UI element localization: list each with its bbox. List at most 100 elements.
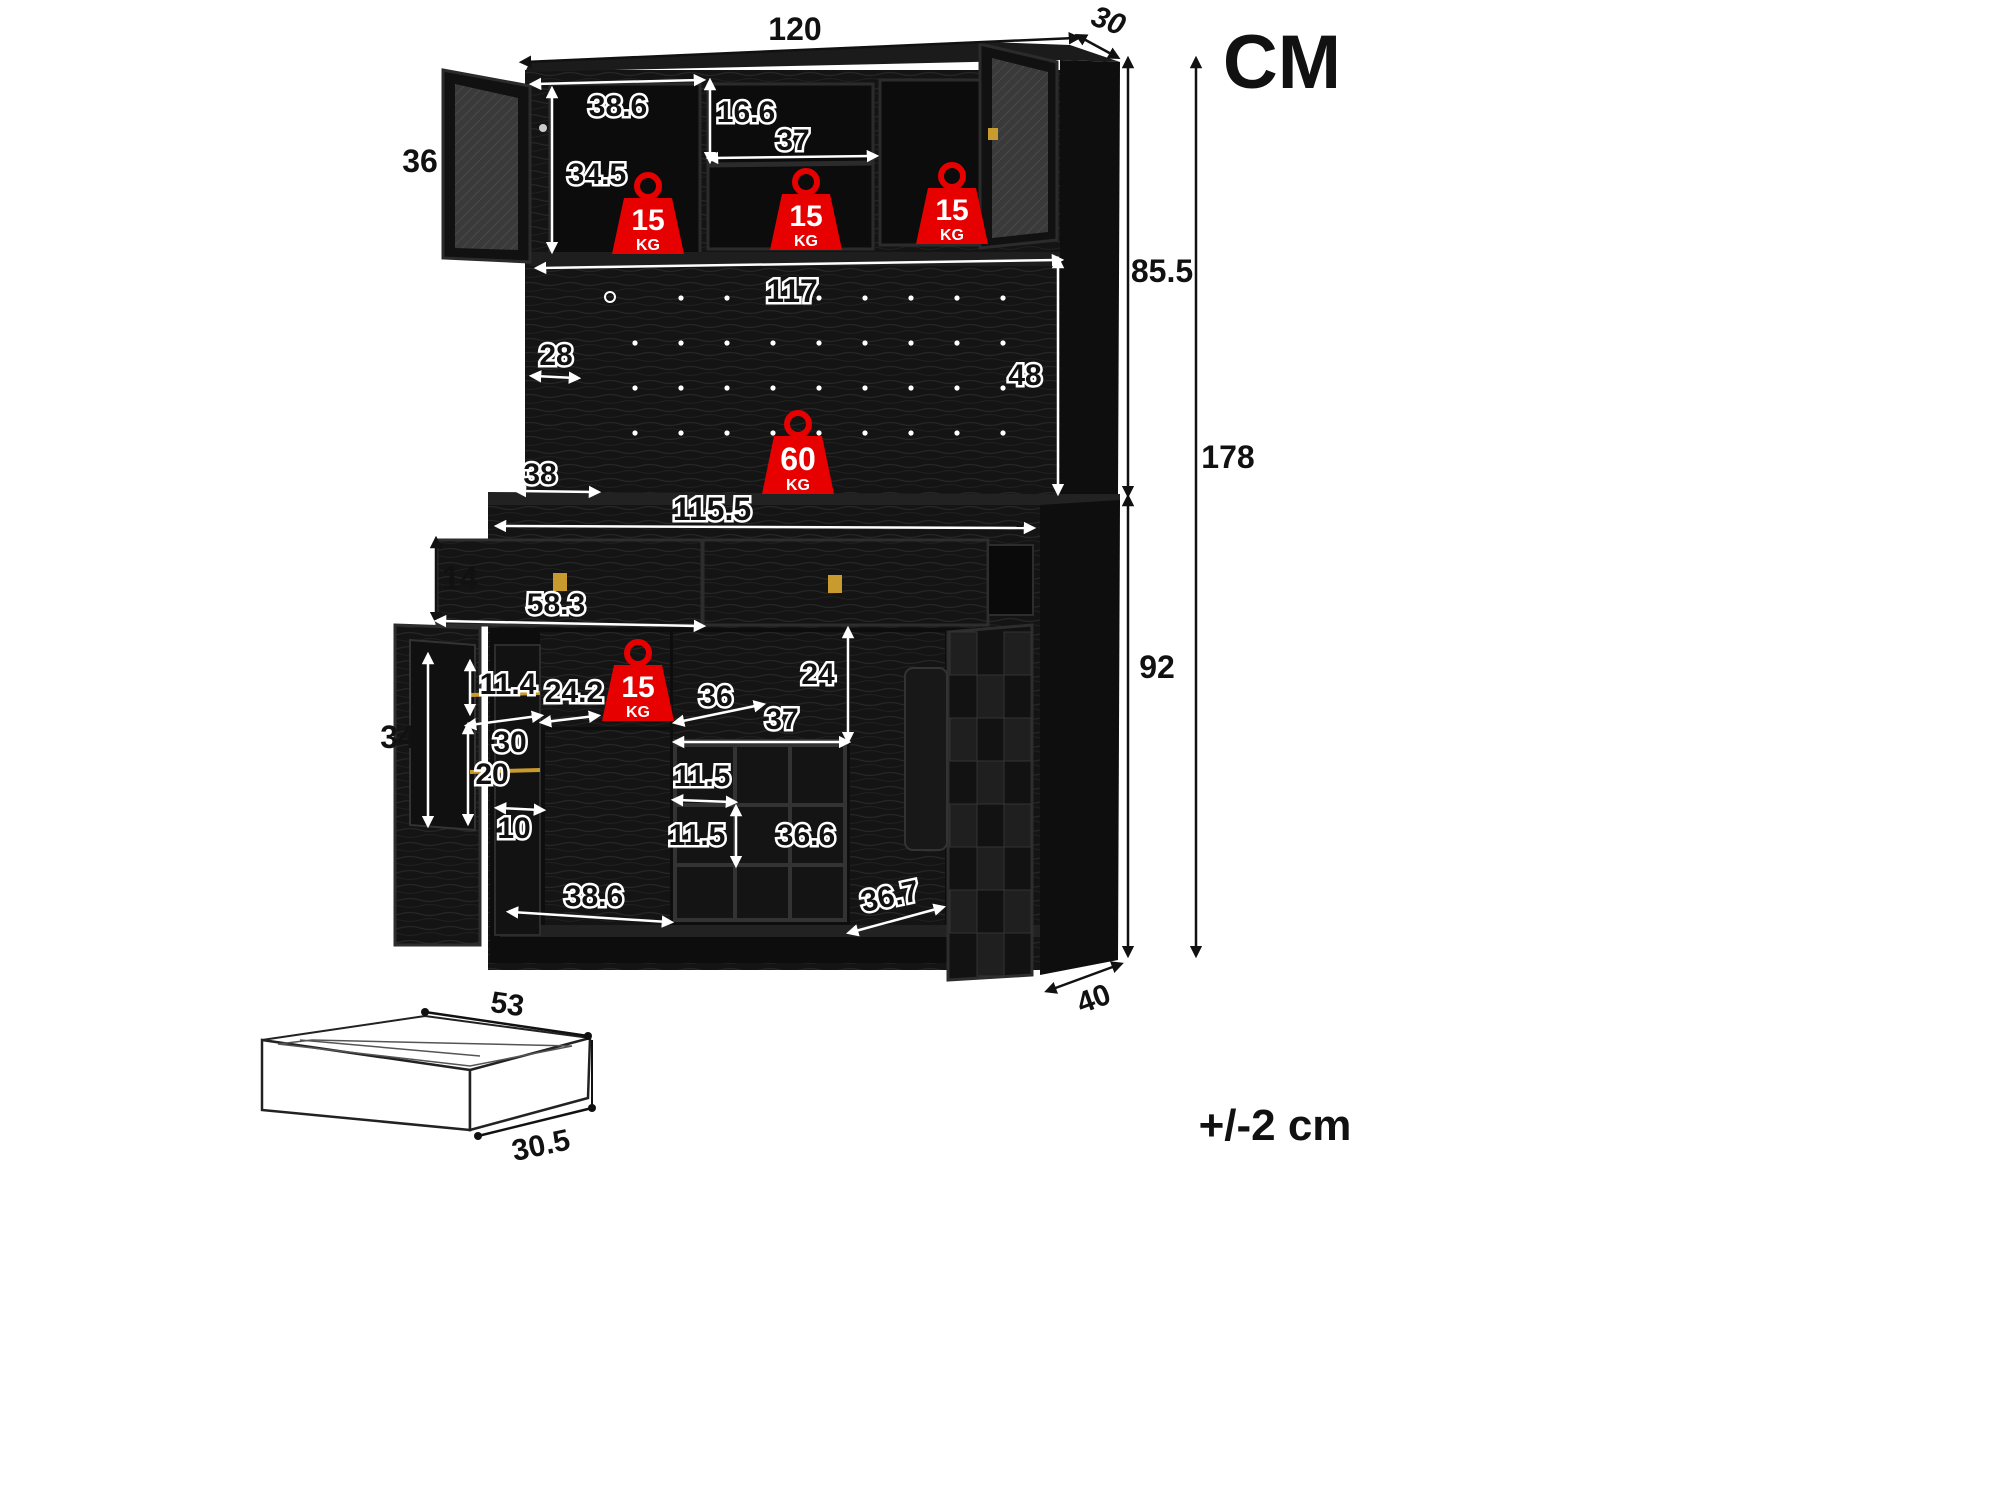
peg-hole xyxy=(724,295,730,301)
peg-hole xyxy=(632,430,638,436)
svg-text:60: 60 xyxy=(780,441,816,477)
peg-hole xyxy=(770,295,776,301)
weight-badge-cabinet-left: 15 KG xyxy=(612,172,684,254)
peg-hole xyxy=(908,295,914,301)
right-glass-door xyxy=(978,42,1059,250)
peg-hole xyxy=(816,295,822,301)
peg-hole xyxy=(724,385,730,391)
peg-hole xyxy=(954,340,960,346)
dim-drawer-detail-width: 30.5 xyxy=(509,1123,573,1167)
drawer-knob-icon xyxy=(828,575,842,593)
dim-upper-height: 85.5 xyxy=(1131,253,1193,289)
svg-text:15: 15 xyxy=(631,204,664,237)
dim-glass-door-height: 36 xyxy=(402,143,438,179)
pegboard-holes xyxy=(604,291,1006,436)
dim-left-compartment-width: 38.6 xyxy=(589,90,647,123)
peg-hole xyxy=(908,430,914,436)
dim-wine-cell-height-2: 11.5 xyxy=(669,819,726,852)
dim-drawer-height: 14 xyxy=(442,560,478,596)
outer-labels: CM 120 30 85.5 178 92 40 36 14 34 +/-2 c… xyxy=(380,0,1351,1150)
dim-center-shelf-height: 16.6 xyxy=(717,96,775,129)
checker-block xyxy=(949,717,978,762)
drawer-knob-icon xyxy=(553,573,567,591)
peg-hole xyxy=(770,385,776,391)
svg-text:15: 15 xyxy=(935,194,968,227)
svg-text:KG: KG xyxy=(794,233,818,250)
cabinet-dimension-diagram: CM 120 30 85.5 178 92 40 36 14 34 +/-2 c… xyxy=(260,0,1351,1168)
peg-hole xyxy=(1000,430,1006,436)
dimension-lines xyxy=(421,32,1203,994)
svg-text:KG: KG xyxy=(636,237,660,254)
weight-badge-hutch: 60 KG xyxy=(762,410,834,494)
svg-text:15: 15 xyxy=(621,671,654,704)
checker-block xyxy=(1003,631,1032,676)
tolerance-label: +/-2 cm xyxy=(1199,1101,1352,1150)
dim-pegboard-height: 48 xyxy=(1008,359,1041,392)
svg-text:KG: KG xyxy=(626,704,650,721)
checker-block xyxy=(1003,803,1032,848)
dim-drawer-length: 53 xyxy=(489,986,527,1023)
peg-hole xyxy=(954,385,960,391)
dim-drawer-width: 58.3 xyxy=(527,588,585,621)
peg-hole xyxy=(908,385,914,391)
dim-bottom-depth: 40 xyxy=(1072,978,1115,1020)
peg-hole xyxy=(632,340,638,346)
dim-top-depth: 30 xyxy=(1087,0,1130,42)
peg-hole xyxy=(678,385,684,391)
dim-wine-cell-height-1: 11.5 xyxy=(674,760,731,793)
inner-labels: 38.6 34.5 16.6 37 117 28 48 38 115.5 58.… xyxy=(473,88,1044,922)
peg-hole xyxy=(908,340,914,346)
weight-badge-lower-shelf: 15 KG xyxy=(602,639,674,721)
peg-hole xyxy=(954,295,960,301)
checker-block xyxy=(1003,889,1032,934)
peg-hole xyxy=(816,430,822,436)
peg-hole xyxy=(632,385,638,391)
dim-door-rack-width: 24.2 xyxy=(545,676,603,709)
dim-counter-depth: 38 xyxy=(523,458,556,491)
checker-block xyxy=(949,631,978,676)
dim-left-compartment-height: 34.5 xyxy=(568,158,626,191)
dim-wine-rack-height: 36.6 xyxy=(777,819,835,852)
left-glass-door xyxy=(441,68,547,264)
svg-text:15: 15 xyxy=(789,200,822,233)
peg-hole xyxy=(862,340,868,346)
dim-door-rack-depth: 10 xyxy=(497,812,530,845)
checker-block xyxy=(976,760,1005,805)
peg-hole xyxy=(862,430,868,436)
dim-total-height: 178 xyxy=(1201,439,1254,475)
dim-door-rack-lower-height: 20 xyxy=(475,758,508,791)
dim-center-compartment-width: 37 xyxy=(776,124,809,157)
peg-hole xyxy=(862,385,868,391)
drawer-detail: 53 30.5 xyxy=(260,986,596,1168)
peg-hole xyxy=(816,340,822,346)
checker-block xyxy=(949,803,978,848)
peg-hole xyxy=(770,430,776,436)
weight-badge-cabinet-right: 15 KG xyxy=(916,162,988,244)
weight-badge-cabinet-center: 15 KG xyxy=(770,168,842,250)
peg-hole xyxy=(604,291,616,303)
dim-door-shelf-depth: 30 xyxy=(493,726,526,759)
knob-icon xyxy=(988,128,998,140)
checker-block xyxy=(976,932,1005,977)
dim-bottom-left-width: 38.6 xyxy=(565,880,623,913)
dim-center-top-depth: 36 xyxy=(699,680,732,713)
peg-hole xyxy=(1000,340,1006,346)
peg-hole xyxy=(724,430,730,436)
peg-hole xyxy=(1000,295,1006,301)
svg-text:KG: KG xyxy=(940,227,964,244)
checker-block xyxy=(949,889,978,934)
peg-hole xyxy=(954,430,960,436)
dim-door-rack-height: 11.4 xyxy=(480,668,537,701)
peg-hole xyxy=(862,295,868,301)
dim-pegboard-depth: 28 xyxy=(539,339,572,372)
dim-inner-width: 117 xyxy=(766,273,818,309)
right-checker-door xyxy=(904,623,1034,982)
checker-block xyxy=(976,674,1005,719)
unit-label: CM xyxy=(1223,20,1341,105)
weight-badges: 15 KG 15 KG 15 KG 60 KG 15 KG xyxy=(602,162,988,721)
peg-hole xyxy=(678,340,684,346)
checker-block xyxy=(976,846,1005,891)
peg-hole xyxy=(724,340,730,346)
door-rack-panel xyxy=(904,667,948,851)
dim-center-top-height: 24 xyxy=(801,658,835,691)
